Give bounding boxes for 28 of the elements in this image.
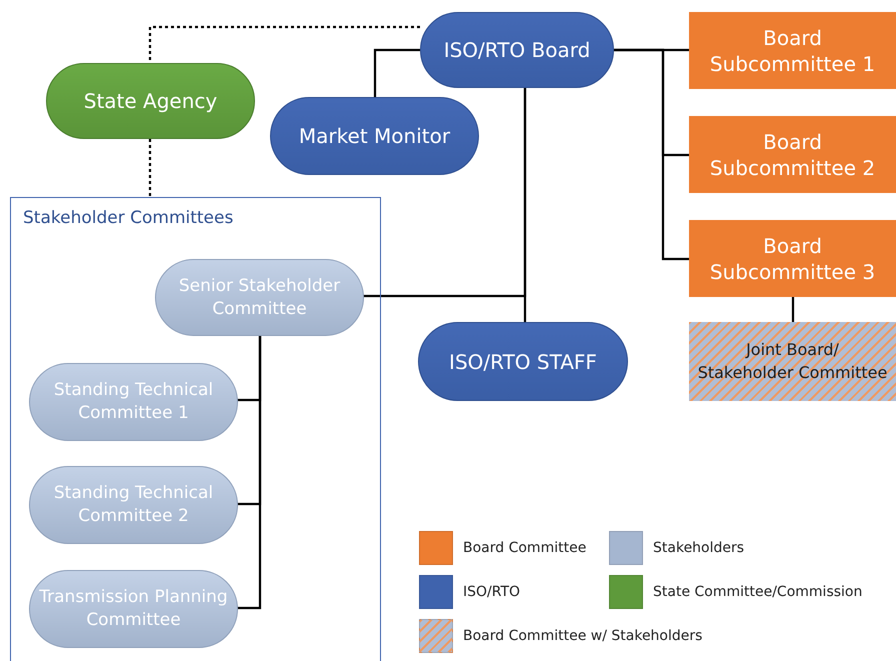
legend-label: Board Committee w/ Stakeholders: [463, 628, 702, 644]
node-label: State Agency: [84, 89, 218, 113]
committee-box: [689, 116, 896, 193]
committee-box: [689, 220, 896, 297]
legend-label: Stakeholders: [653, 540, 744, 556]
node-label: ISO/RTO STAFF: [449, 350, 597, 374]
node-label: Senior Stakeholder Committee: [178, 274, 342, 320]
connector-line: [792, 297, 794, 322]
group-frame: [10, 197, 381, 661]
connector-line: [363, 88, 526, 298]
connector-line: [614, 48, 689, 260]
connector-line: [237, 335, 262, 610]
node-label: Standing Technical Committee 2: [52, 482, 214, 528]
connector-line: [148, 26, 420, 63]
legend-label: Board Committee: [463, 540, 586, 556]
node-label: Standing Technical Committee 1: [52, 379, 214, 425]
legend-label: ISO/RTO: [463, 584, 520, 600]
committee-box: [689, 12, 896, 89]
node-label: Board Subcommittee 2: [708, 128, 876, 180]
group-title: Stakeholder Committees: [23, 208, 234, 228]
node-label: Transmission Planning Committee: [38, 586, 229, 632]
node-label: Market Monitor: [298, 124, 450, 148]
node-label: ISO/RTO Board: [444, 38, 590, 62]
node-label: Board Subcommittee 3: [708, 232, 876, 284]
connector-line: [374, 48, 420, 97]
node-label: Board Subcommittee 1: [708, 24, 876, 76]
legend-label: State Committee/Commission: [653, 584, 862, 600]
connector-line: [148, 139, 152, 197]
